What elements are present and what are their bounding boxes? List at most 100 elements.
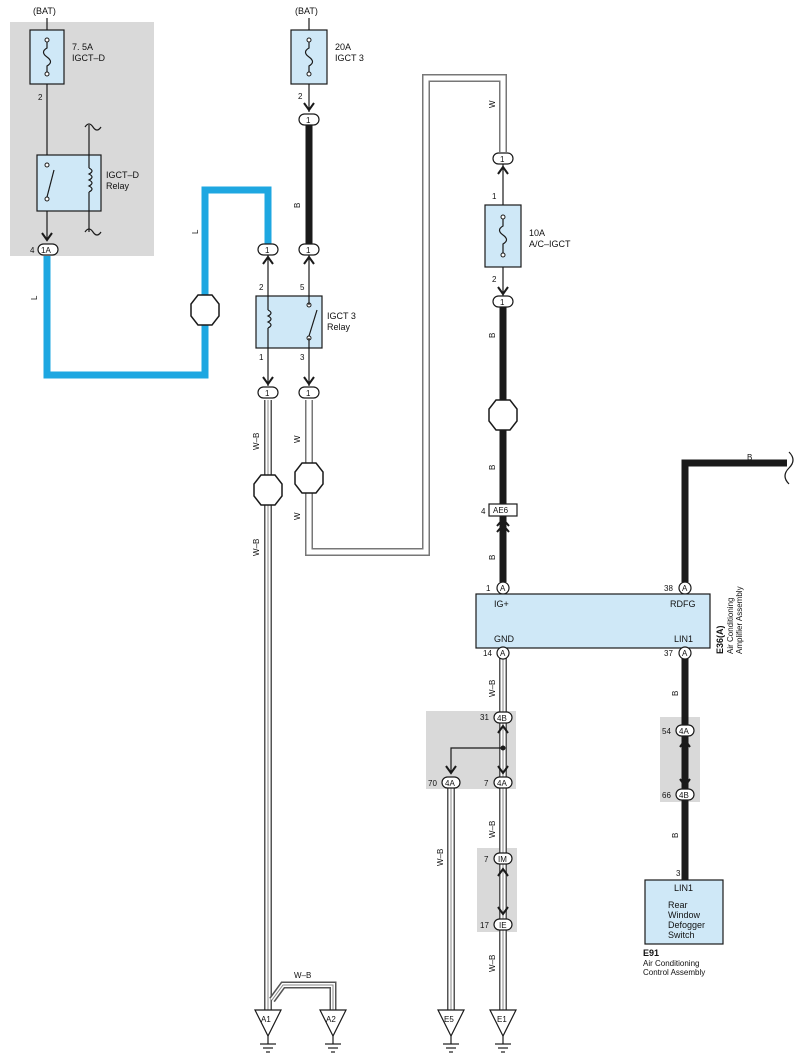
wire-b-label-ac-1: B bbox=[488, 333, 497, 338]
amp-conn-letter-lin1: A bbox=[682, 649, 688, 658]
ground-a1-label: A1 bbox=[261, 1015, 271, 1024]
bat-label-left: (BAT) bbox=[33, 6, 56, 16]
ctrl-switch-3: Defogger bbox=[668, 920, 705, 930]
fuse-ac-pin-in: 1 bbox=[492, 192, 497, 201]
arrow-icon bbox=[679, 738, 691, 748]
ctrl-pin-label: LIN1 bbox=[674, 883, 693, 893]
ctrl-pin-3: 3 bbox=[676, 869, 681, 878]
relay-pin-3: 3 bbox=[300, 353, 305, 362]
break-icon bbox=[84, 228, 102, 236]
relay-switch-icon bbox=[308, 309, 318, 337]
splice-dot bbox=[500, 745, 506, 751]
relay-igct3 bbox=[255, 295, 323, 349]
arrow-icon bbox=[497, 906, 509, 916]
wire-b-label-ac-3: B bbox=[488, 555, 497, 560]
amp-conn-lin1 bbox=[678, 646, 692, 660]
conn-right-top-label: 1 bbox=[306, 246, 311, 255]
inline-connector-octagon bbox=[294, 462, 324, 494]
connector-ae6 bbox=[488, 503, 518, 517]
relay-igct3-name-2: Relay bbox=[327, 322, 351, 332]
wire-b-label-igct3: B bbox=[293, 203, 302, 208]
inline-connector-octagon bbox=[488, 399, 518, 431]
amp-conn-gnd bbox=[496, 646, 510, 660]
fuse-ac-pin-out: 2 bbox=[492, 275, 497, 284]
conn-4b-lin bbox=[675, 788, 695, 801]
control-assembly bbox=[644, 879, 724, 945]
wire-break-mark bbox=[784, 451, 794, 485]
relay-pin-5: 5 bbox=[300, 283, 305, 292]
j-code-4b-lin: 4B bbox=[679, 791, 689, 800]
wire-splice-4b bbox=[450, 747, 503, 772]
wire-b-label-ac-2: B bbox=[488, 465, 497, 470]
fuse-ac-igct bbox=[484, 204, 522, 268]
fuse-terminal bbox=[44, 37, 50, 43]
conn-im bbox=[493, 852, 513, 865]
conn-1-top-label: 1 bbox=[306, 116, 311, 125]
arrow-icon bbox=[497, 765, 509, 775]
fuse-terminal bbox=[500, 252, 506, 258]
j-code-4a-lin: 4A bbox=[679, 727, 689, 736]
ae6-code: AE6 bbox=[493, 506, 509, 515]
connector-1-ac-bottom bbox=[492, 295, 514, 308]
j-pin-31: 31 bbox=[480, 713, 489, 722]
amp-conn-letter-gnd: A bbox=[500, 649, 506, 658]
connector-1-top bbox=[298, 113, 320, 126]
relay-contact bbox=[44, 162, 50, 168]
fuse-igct3-name: IGCT 3 bbox=[335, 53, 364, 63]
fuse-igct3-rating: 20A bbox=[335, 42, 351, 52]
relay-igct-d-name-2: Relay bbox=[106, 181, 130, 191]
amp-conn-letter-rdfg: A bbox=[682, 584, 688, 593]
conn-4b-top bbox=[493, 711, 513, 724]
wire-wb-gnd-label-4: W–B bbox=[488, 955, 497, 972]
wire-b-rdfg bbox=[681, 459, 787, 582]
relay-contact bbox=[44, 196, 50, 202]
conn-4a-right bbox=[493, 776, 513, 789]
wire-wb-join-label: W–B bbox=[294, 971, 311, 980]
relay-coil-icon bbox=[87, 167, 93, 193]
fuse-terminal bbox=[306, 71, 312, 77]
arrow-icon bbox=[497, 165, 509, 175]
amp-name-2: Amplifier Assembly bbox=[735, 586, 744, 654]
j-code-4a-a: 4A bbox=[445, 779, 455, 788]
connector-1-right-bottom bbox=[298, 386, 320, 399]
wire-l bbox=[43, 186, 272, 379]
wire-b-lin-label-2: B bbox=[671, 833, 680, 838]
j-code-4a-b: 4A bbox=[497, 779, 507, 788]
wire-w-label-2: W bbox=[293, 512, 302, 520]
connector-1a bbox=[37, 243, 59, 256]
wire-w bbox=[305, 74, 507, 556]
ground-e1-label: E1 bbox=[497, 1015, 507, 1024]
conn-1a-pin: 4 bbox=[30, 246, 35, 255]
conn-left-bottom-label: 1 bbox=[265, 389, 270, 398]
amp-conn-letter-ig: A bbox=[500, 584, 506, 593]
amp-pin-rdfg: 38 bbox=[664, 584, 673, 593]
relay-pin-2: 2 bbox=[259, 283, 264, 292]
relay-igct-d-name-1: IGCT–D bbox=[106, 170, 140, 180]
relay-pin-1: 1 bbox=[259, 353, 264, 362]
j-pin-66: 66 bbox=[662, 791, 671, 800]
amp-pin-lin1: 37 bbox=[664, 649, 673, 658]
fuse-ac-name: A/C–IGCT bbox=[529, 239, 571, 249]
bat-label-mid: (BAT) bbox=[295, 6, 318, 16]
j-pin-54: 54 bbox=[662, 727, 671, 736]
j-code-4b-a: 4B bbox=[497, 714, 507, 723]
amp-pin-ig: 1 bbox=[486, 584, 491, 593]
amp-pin-gnd: 14 bbox=[483, 649, 492, 658]
conn-4a-left bbox=[441, 776, 461, 789]
wire-wb-label-2: W–B bbox=[252, 539, 261, 556]
fuse-icon bbox=[498, 217, 508, 255]
ctrl-switch-2: Window bbox=[668, 910, 701, 920]
conn-left-top-label: 1 bbox=[265, 246, 270, 255]
amplifier-assembly bbox=[475, 593, 711, 649]
j-pin-7a: 7 bbox=[484, 779, 489, 788]
conn-ie bbox=[493, 918, 513, 931]
arrow-icon bbox=[679, 778, 691, 788]
ground-a1 bbox=[254, 1009, 282, 1053]
ground-e5-label: E5 bbox=[444, 1015, 454, 1024]
wire-w-label-1: W bbox=[293, 435, 302, 443]
amp-label-ig: IG+ bbox=[494, 599, 509, 609]
ground-e1 bbox=[489, 1009, 517, 1053]
ground-e5 bbox=[437, 1009, 465, 1053]
j-pin-70: 70 bbox=[428, 779, 437, 788]
